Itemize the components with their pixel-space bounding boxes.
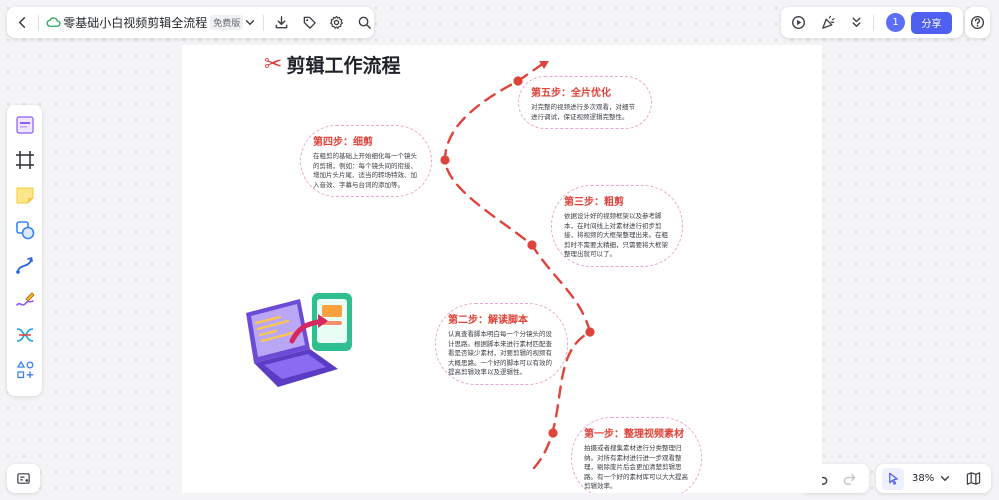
- select-pointer-icon[interactable]: [882, 467, 904, 490]
- map-icon[interactable]: [962, 468, 984, 490]
- play-icon[interactable]: [787, 12, 809, 34]
- top-left-toolbar: 零基础小白视频剪辑全流程 免费版: [7, 7, 374, 38]
- laptop-phone-illustration: [246, 293, 352, 387]
- shape-icon[interactable]: [12, 217, 38, 243]
- left-toolbar: [7, 105, 42, 396]
- divider: [38, 14, 40, 31]
- chevron-down-icon[interactable]: [938, 468, 952, 490]
- step-text: 拍摄或者搜集素材进行分类整理归纳。对所有素材进行进一步观看整理，剔除废片后会更加…: [584, 444, 688, 491]
- step-text: 依据设计好的视频框架以及参考脚本，在时间线上对素材进行初步剪接，将视频的大框架整…: [564, 212, 668, 259]
- step-title: 第一步：整理视频素材: [584, 429, 684, 440]
- step-5-card[interactable]: 第五步：全片优化 对完整的视频进行多次观看，对细节进行调试，保证视频逻辑完整性。: [518, 76, 652, 130]
- sticky-note-icon[interactable]: [12, 182, 38, 208]
- frame-icon[interactable]: [12, 147, 38, 173]
- top-right-toolbar: 1 分享: [781, 7, 963, 38]
- plan-badge: 免费版: [210, 15, 244, 30]
- step-3-node: [527, 240, 537, 250]
- step-4-node: [440, 155, 450, 165]
- step-2-card[interactable]: 第二步：解读脚本 认真查看脚本明白每一个分镜头的设计思路。根据脚本来进行素材匹配…: [435, 303, 568, 385]
- cloud-sync-icon: [45, 12, 61, 34]
- scissors-icon: ✂: [264, 52, 283, 77]
- back-icon[interactable]: [13, 12, 32, 34]
- collapse-down-icon[interactable]: [845, 12, 867, 34]
- workflow-path: [440, 61, 595, 470]
- step-4-card[interactable]: 第四步：细剪 在粗剪的基础上开始细化每一个镜头的剪辑，例如：每个镜头间的衔接、增…: [300, 125, 432, 198]
- main-title: 剪辑工作流程: [286, 55, 401, 77]
- search-icon[interactable]: [355, 12, 374, 34]
- zoom-controls: 38%: [876, 464, 991, 493]
- whiteboard-canvas[interactable]: ✂ 剪辑工作流程 第五步：全片优化 对完整的视频进行多次观看，对细节进行调试，保…: [182, 45, 822, 493]
- step-3-card[interactable]: 第三步：粗剪 依据设计好的视频框架以及参考脚本，在时间线上对素材进行初步剪接，将…: [551, 185, 683, 267]
- board-title[interactable]: ✂ 剪辑工作流程: [264, 51, 400, 78]
- chevron-down-icon[interactable]: [243, 12, 257, 34]
- help-panel: [965, 7, 990, 38]
- share-button[interactable]: 分享: [911, 11, 952, 34]
- pen-icon[interactable]: [12, 287, 38, 313]
- step-5-node: [513, 76, 523, 86]
- step-2-node: [585, 327, 595, 337]
- more-tools-icon[interactable]: [12, 357, 38, 383]
- connector-icon[interactable]: [12, 252, 38, 278]
- download-icon[interactable]: [272, 12, 291, 34]
- outline-icon: [17, 473, 30, 484]
- step-text: 对完整的视频进行多次观看，对细节进行调试，保证视频逻辑完整性。: [531, 103, 635, 121]
- divider: [263, 14, 265, 31]
- divider: [873, 14, 874, 31]
- settings-icon[interactable]: [327, 12, 346, 34]
- tag-icon[interactable]: [300, 12, 319, 34]
- step-title: 第五步：全片优化: [531, 88, 611, 99]
- step-title: 第二步：解读脚本: [448, 315, 528, 326]
- step-1-node: [548, 428, 558, 438]
- celebrate-icon[interactable]: [817, 12, 839, 34]
- outline-panel-button[interactable]: [7, 464, 40, 493]
- template-icon[interactable]: [12, 112, 38, 138]
- help-icon[interactable]: [967, 12, 989, 34]
- doc-title[interactable]: 零基础小白视频剪辑全流程: [63, 16, 208, 30]
- step-text: 在粗剪的基础上开始细化每一个镜头的剪辑，例如：每个镜头间的衔接、增加片头片尾、适…: [313, 152, 417, 189]
- step-title: 第三步：粗剪: [564, 197, 624, 208]
- zoom-level[interactable]: 38%: [912, 473, 935, 484]
- redo-icon[interactable]: [838, 468, 860, 490]
- mindmap-icon[interactable]: [12, 322, 38, 348]
- step-1-card[interactable]: 第一步：整理视频素材 拍摄或者搜集素材进行分类整理归纳。对所有素材进行进一步观看…: [571, 417, 702, 493]
- step-title: 第四步：细剪: [313, 137, 373, 148]
- step-text: 认真查看脚本明白每一个分镜头的设计思路。根据脚本来进行素材匹配查看是否缺少素材，…: [448, 330, 552, 377]
- arrow-head: [539, 61, 549, 69]
- collaborator-avatar[interactable]: 1: [886, 13, 905, 32]
